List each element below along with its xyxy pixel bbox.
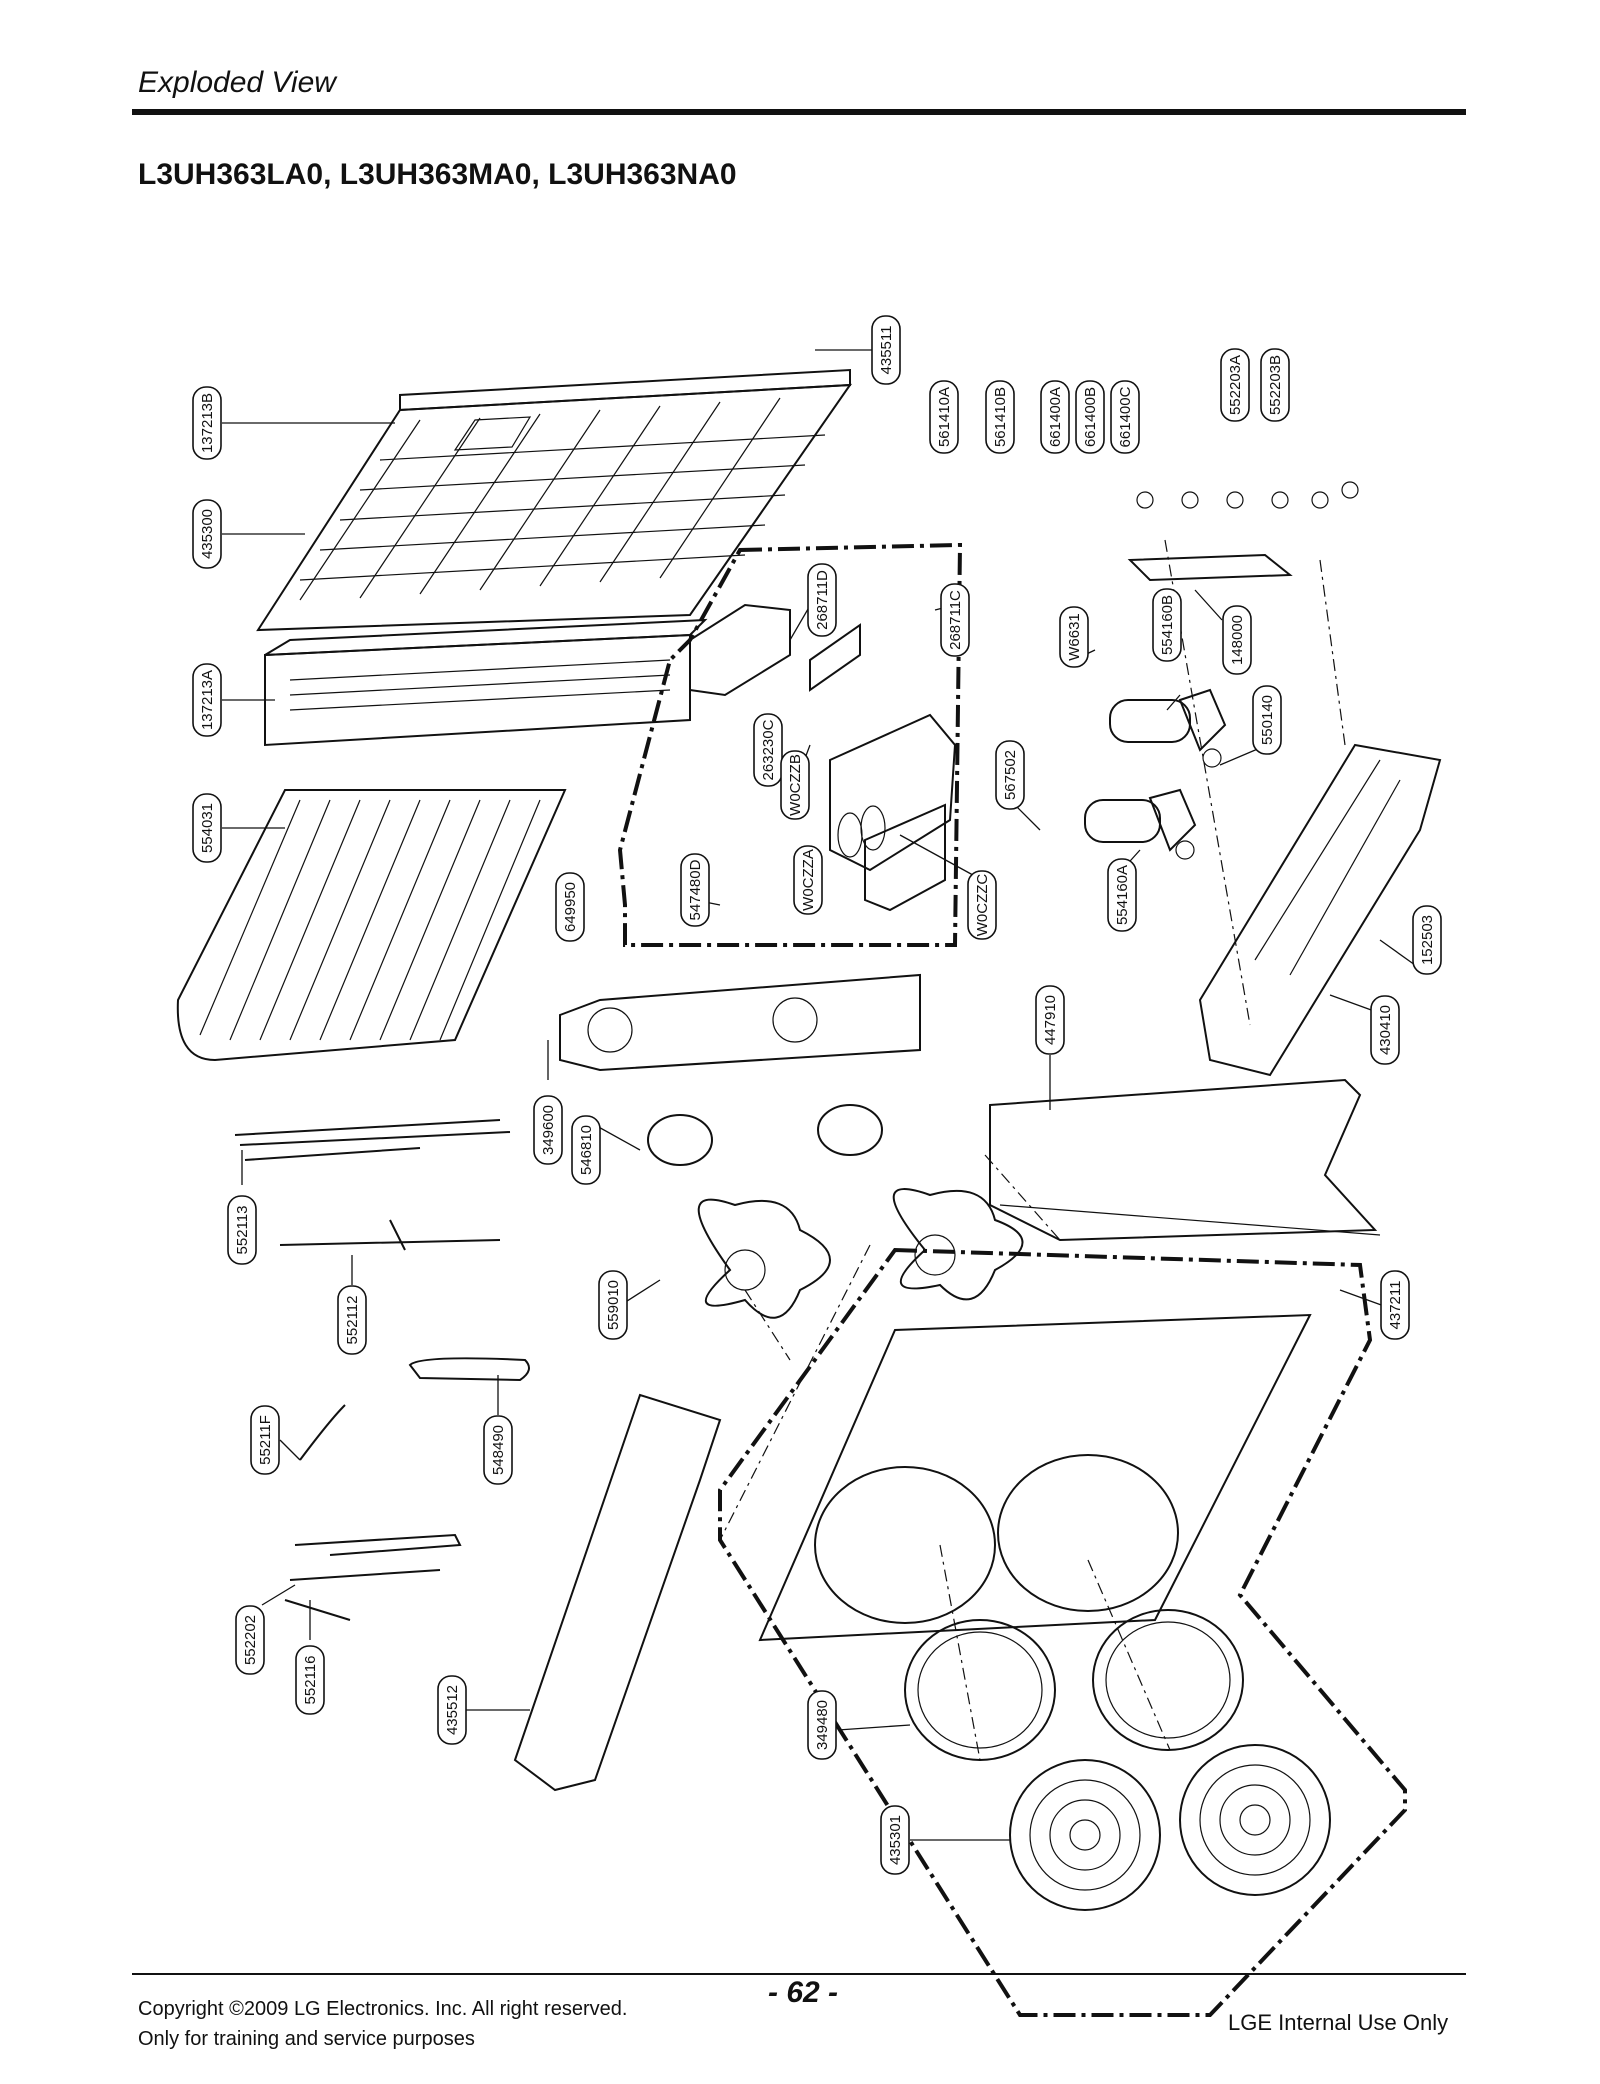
label-552203B: 552203B: [1267, 355, 1284, 415]
copyright-line-1: Copyright ©2009 LG Electronics. Inc. All…: [138, 1998, 628, 2020]
control-box: [689, 603, 957, 912]
front-panel-outline: [718, 1247, 1407, 2017]
fan-guards: [1009, 1744, 1331, 1911]
label-137213A: 137213A: [199, 670, 216, 730]
label-661400A: 661400A: [1047, 387, 1064, 447]
label-554160A: 554160A: [1114, 865, 1131, 925]
label-435301: 435301: [887, 1815, 904, 1865]
front-panel: [758, 1313, 1312, 1642]
label-435512: 435512: [444, 1685, 461, 1735]
page-number: - 62 -: [768, 1976, 839, 2009]
label-546810: 546810: [578, 1125, 595, 1175]
condenser-coil: [176, 789, 567, 1062]
compressor-plate: [1198, 743, 1442, 1077]
label-W0CZZB: W0CZZB: [787, 754, 804, 816]
label-435511: 435511: [878, 326, 895, 375]
parts-drawing: [176, 368, 1442, 2017]
label-430410: 430410: [1377, 1005, 1394, 1055]
control-box-outline: [617, 542, 963, 947]
compressors: [1084, 688, 1227, 860]
label-552203A: 552203A: [1227, 355, 1244, 415]
label-552202: 552202: [242, 1615, 259, 1665]
label-561410B: 561410B: [992, 387, 1009, 447]
center-partition: [559, 973, 921, 1072]
label-W0CZZA: W0CZZA: [800, 849, 817, 911]
label-152503: 152503: [1419, 915, 1436, 965]
label-559010: 559010: [605, 1280, 622, 1330]
rear-grille: [264, 618, 708, 747]
model-title: L3UH363LA0, L3UH363MA0, L3UH363NA0: [138, 158, 737, 191]
label-547480D: 547480D: [687, 859, 704, 920]
fan-motors: [647, 1104, 883, 1166]
label-268711D: 268711D: [814, 570, 831, 630]
label-552116: 552116: [302, 1656, 319, 1705]
service-valves: [1127, 481, 1359, 582]
label-W0CZZC: W0CZZC: [974, 874, 991, 937]
copyright: Copyright ©2009 LG Electronics. Inc. All…: [138, 1994, 627, 2054]
label-561410A: 561410A: [936, 387, 953, 447]
internal-use-note: LGE Internal Use Only: [1228, 2010, 1449, 2035]
label-435300: 435300: [199, 509, 216, 559]
label-649950: 649950: [562, 882, 579, 932]
copper-pipes: [234, 1119, 530, 1621]
label-661400C: 661400C: [1117, 386, 1134, 447]
label-349600: 349600: [540, 1105, 557, 1155]
label-263230C: 263230C: [760, 719, 777, 780]
label-137213B: 137213B: [199, 393, 216, 453]
label-552112: 552112: [344, 1296, 361, 1345]
label-554160B: 554160B: [1159, 595, 1176, 655]
label-W6631: W6631: [1066, 613, 1083, 661]
label-661400B: 661400B: [1082, 387, 1099, 447]
label-437211: 437211: [1387, 1281, 1404, 1330]
label-550140: 550140: [1259, 695, 1276, 745]
orifice-rings: [904, 1609, 1244, 1761]
footer-rule: [132, 1973, 1466, 1975]
part-labels: 137213B 435300 137213A 554031 435511 561…: [192, 315, 1442, 1875]
assembly-lines: [719, 539, 1346, 1761]
side-panel: [513, 1393, 722, 1792]
label-349480: 349480: [814, 1700, 831, 1750]
copyright-line-2: Only for training and service purposes: [138, 2028, 475, 2050]
top-cover: [256, 368, 852, 632]
label-554031: 554031: [199, 803, 216, 853]
label-552113: 552113: [234, 1206, 251, 1255]
label-447910: 447910: [1042, 995, 1059, 1045]
label-268711C: 268711C: [947, 590, 964, 650]
label-148000: 148000: [1229, 615, 1246, 665]
label-55211F: 55211F: [257, 1415, 274, 1465]
header-rule: [132, 109, 1466, 115]
label-548490: 548490: [490, 1425, 507, 1475]
base-pan: [989, 1078, 1381, 1242]
label-567502: 567502: [1002, 750, 1019, 800]
section-title: Exploded View: [138, 66, 336, 99]
